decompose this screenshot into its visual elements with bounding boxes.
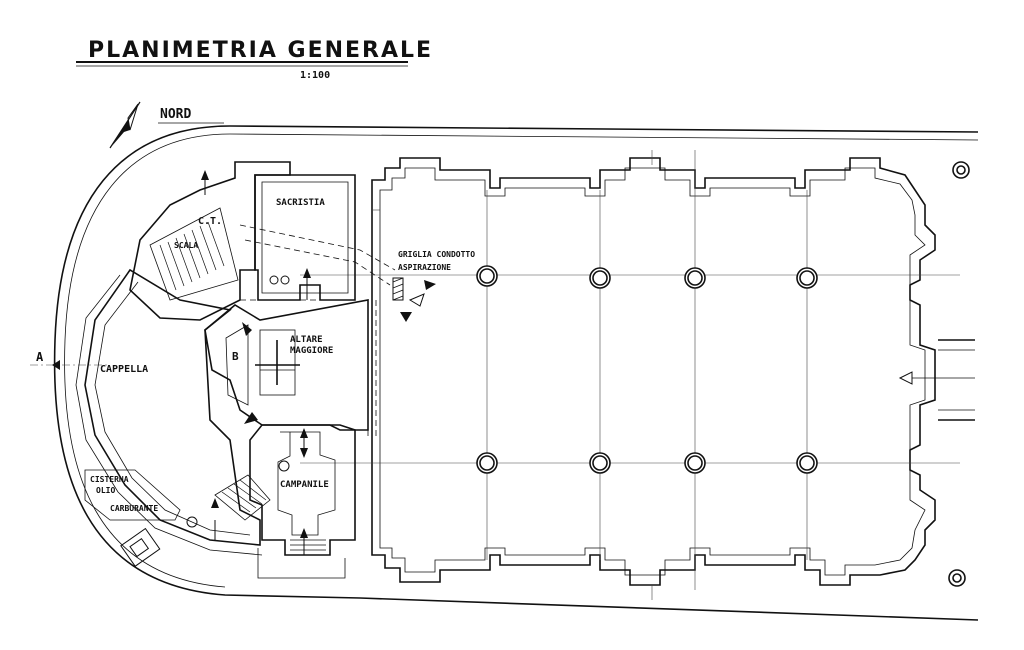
site-boundary — [53, 125, 979, 621]
side-stair — [186, 474, 271, 540]
duct-dashed-lines — [239, 224, 396, 440]
tank-label-3: CARBURANTE — [110, 504, 158, 513]
room-label-ct: C.T. — [198, 216, 222, 227]
intake-grille: GRIGLIA CONDOTTO ASPIRAZIONE — [392, 250, 475, 322]
north-arrow: NORD — [109, 101, 224, 149]
grille-label-2: ASPIRAZIONE — [398, 263, 451, 272]
sacristia-room: SACRISTIA — [254, 174, 356, 301]
tank-label-2: OLIO — [96, 486, 115, 495]
room-label-cappella: CAPPELLA — [100, 364, 148, 375]
section-line-a: A — [30, 350, 110, 370]
nave-columns — [476, 161, 970, 587]
section-mark-a: A — [36, 350, 44, 364]
altar-label-1: ALTARE — [290, 335, 323, 345]
room-label-scala: SCALA — [174, 241, 198, 250]
campanile-room: CAMPANILE — [249, 424, 356, 556]
fuel-tank: CISTERNA OLIO CARBURANTE — [84, 469, 181, 567]
nave — [300, 150, 960, 600]
section-mark-b: B — [232, 350, 239, 363]
room-label-sacristia: SACRISTIA — [276, 198, 325, 208]
grille-label-1: GRIGLIA CONDOTTO — [398, 250, 475, 259]
altar-label-2: MAGGIORE — [290, 346, 333, 356]
ct-scala-block: C.T. SCALA — [129, 161, 291, 321]
cappella-room: CAPPELLA — [75, 268, 263, 556]
title-block: PLANIMETRIA GENERALE 1:100 — [76, 38, 433, 81]
north-label: NORD — [160, 107, 191, 122]
presbytery: ALTARE MAGGIORE B — [204, 299, 369, 431]
main-entrance — [898, 339, 975, 421]
service-yard — [257, 548, 346, 579]
room-label-campanile: CAMPANILE — [280, 480, 329, 490]
plan-title: PLANIMETRIA GENERALE — [88, 38, 433, 63]
plan-scale: 1:100 — [300, 70, 330, 81]
tank-label-1: CISTERNA — [90, 475, 129, 484]
